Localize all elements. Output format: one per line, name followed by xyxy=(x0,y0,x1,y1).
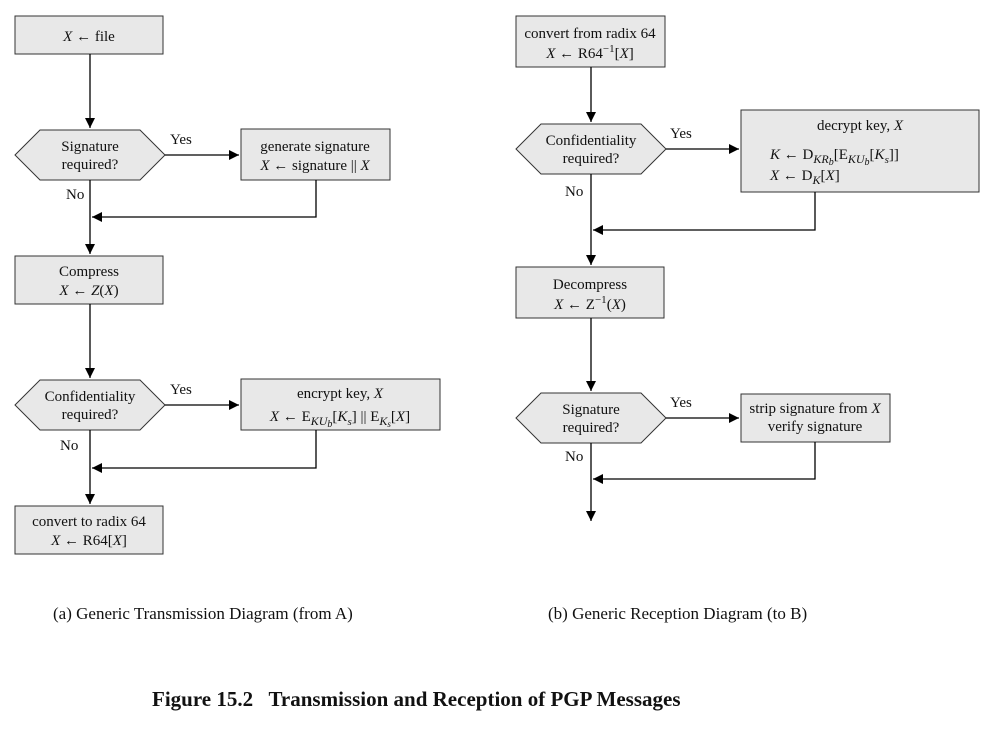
from-radix-64-box xyxy=(515,15,666,68)
strip-signature-box xyxy=(740,393,891,443)
radix-64-box xyxy=(14,505,164,555)
compress-box xyxy=(14,255,164,305)
conf-no-label: No xyxy=(60,438,78,454)
rx-sig-decision-line-1: Signature xyxy=(562,402,620,418)
decompress-line-1: Decompress xyxy=(553,277,627,293)
encrypt-key-line-1: encrypt key, X xyxy=(297,386,384,402)
compress-line-2: X ← Z(X) xyxy=(58,283,118,299)
decrypt-key-line-3: X ← DK[X] xyxy=(769,168,840,187)
strip-signature-line-1: strip signature from X xyxy=(749,401,881,417)
conf-decision-line-1: Confidentiality xyxy=(45,389,136,405)
generate-signature-line-1: generate signature xyxy=(260,139,370,155)
conf-yes-label: Yes xyxy=(170,382,192,398)
radix-64-line-2: X ← R64[X] xyxy=(50,533,127,549)
transmission-caption: (a) Generic Transmission Diagram (from A… xyxy=(53,604,353,623)
encrypt-key-box xyxy=(240,378,441,431)
radix-64-line-1: convert to radix 64 xyxy=(32,514,146,530)
rx-sig-yes-label: Yes xyxy=(670,395,692,411)
generate-signature-line-2: X ← signature || X xyxy=(259,158,370,174)
decompress-line-2: X ← Z−1(X) xyxy=(553,294,626,313)
reception-caption: (b) Generic Reception Diagram (to B) xyxy=(548,604,807,623)
figure-title: Figure 15.2 Transmission and Reception o… xyxy=(152,687,681,711)
from-radix-64-line-2: X ← R64−1[X] xyxy=(545,43,634,62)
edge-rx-sig-merge xyxy=(593,442,816,484)
sig-yes-label: Yes xyxy=(170,132,192,148)
reception-diagram: convert from radix 64 X ← R64−1[X] Confi… xyxy=(515,15,980,623)
decompress-box xyxy=(515,266,665,319)
decrypt-key-line-1: decrypt key, X xyxy=(817,118,904,134)
generate-signature-box xyxy=(240,128,391,181)
rx-sig-decision-line-2: required? xyxy=(563,420,620,436)
sig-decision-line-2: required? xyxy=(62,157,119,173)
edge-sig-merge xyxy=(92,180,317,222)
rx-conf-decision-line-2: required? xyxy=(563,151,620,167)
from-radix-64-line-1: convert from radix 64 xyxy=(524,26,656,42)
sig-no-label: No xyxy=(66,187,84,203)
transmission-diagram: X ← file Signature required? Yes generat… xyxy=(14,15,441,623)
strip-signature-line-2: verify signature xyxy=(768,419,863,435)
compress-line-1: Compress xyxy=(59,264,119,280)
decrypt-key-box xyxy=(740,109,980,193)
rx-conf-decision-line-1: Confidentiality xyxy=(546,133,637,149)
rx-conf-yes-label: Yes xyxy=(670,126,692,142)
rx-sig-no-label: No xyxy=(565,449,583,465)
file-box xyxy=(14,15,164,55)
sig-decision-line-1: Signature xyxy=(61,139,119,155)
rx-conf-no-label: No xyxy=(565,184,583,200)
file-box-text: X ← file xyxy=(62,29,115,45)
conf-decision-line-2: required? xyxy=(62,407,119,423)
edge-rx-conf-merge xyxy=(593,192,816,235)
encrypt-key-line-2: X ← EKUb[Ks] || EKs[X] xyxy=(269,409,410,430)
edge-conf-merge xyxy=(92,430,317,473)
